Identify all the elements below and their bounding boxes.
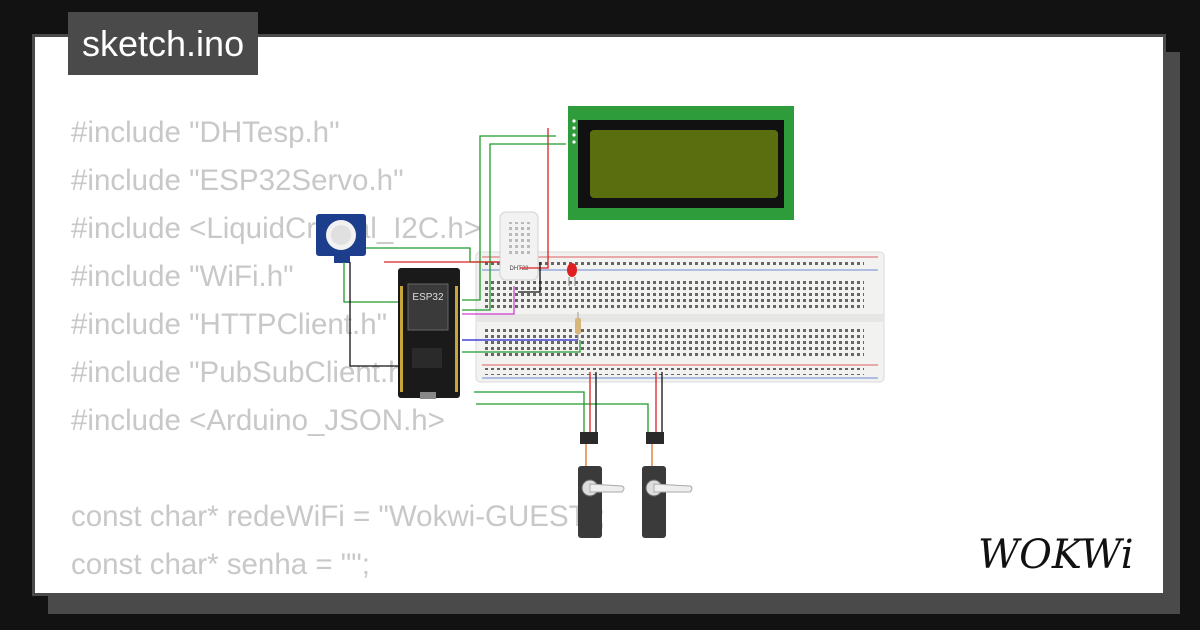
- breadboard[interactable]: [475, 251, 885, 383]
- wires: [343, 128, 663, 466]
- filename-tab: sketch.ino: [68, 12, 259, 75]
- esp32-board[interactable]: ESP32: [398, 268, 460, 399]
- servo-motor-2[interactable]: [642, 432, 693, 538]
- code-line: #include <Arduino_JSON.h>: [71, 404, 445, 437]
- wokwi-logo-text: WOKWi: [978, 532, 1134, 578]
- code-line: const char* senha = "";: [71, 548, 370, 581]
- code-line: #include "HTTPClient.h": [71, 308, 388, 341]
- servo-motor-1[interactable]: [578, 432, 625, 538]
- code-line: const char* redeWiFi = "Wokwi-GUEST";: [71, 500, 606, 533]
- pir-sensor[interactable]: [316, 214, 366, 263]
- code-line: #include "DHTesp.h": [71, 116, 340, 149]
- code-listing: #include "DHTesp.h" #include "ESP32Servo.…: [71, 109, 605, 589]
- wokwi-logo: WOKWi: [978, 532, 1134, 578]
- lcd-display[interactable]: [568, 106, 794, 220]
- code-line: #include "WiFi.h": [71, 260, 294, 293]
- dht22-label: DHT22: [509, 266, 529, 272]
- code-line: #include "ESP32Servo.h": [71, 164, 404, 197]
- dht22-sensor[interactable]: DHT22: [499, 211, 539, 281]
- esp32-label: ESP32: [412, 292, 444, 303]
- code-line: #include "PubSubClient.h": [71, 356, 416, 389]
- red-led[interactable]: [567, 263, 577, 286]
- resistor[interactable]: [575, 312, 581, 340]
